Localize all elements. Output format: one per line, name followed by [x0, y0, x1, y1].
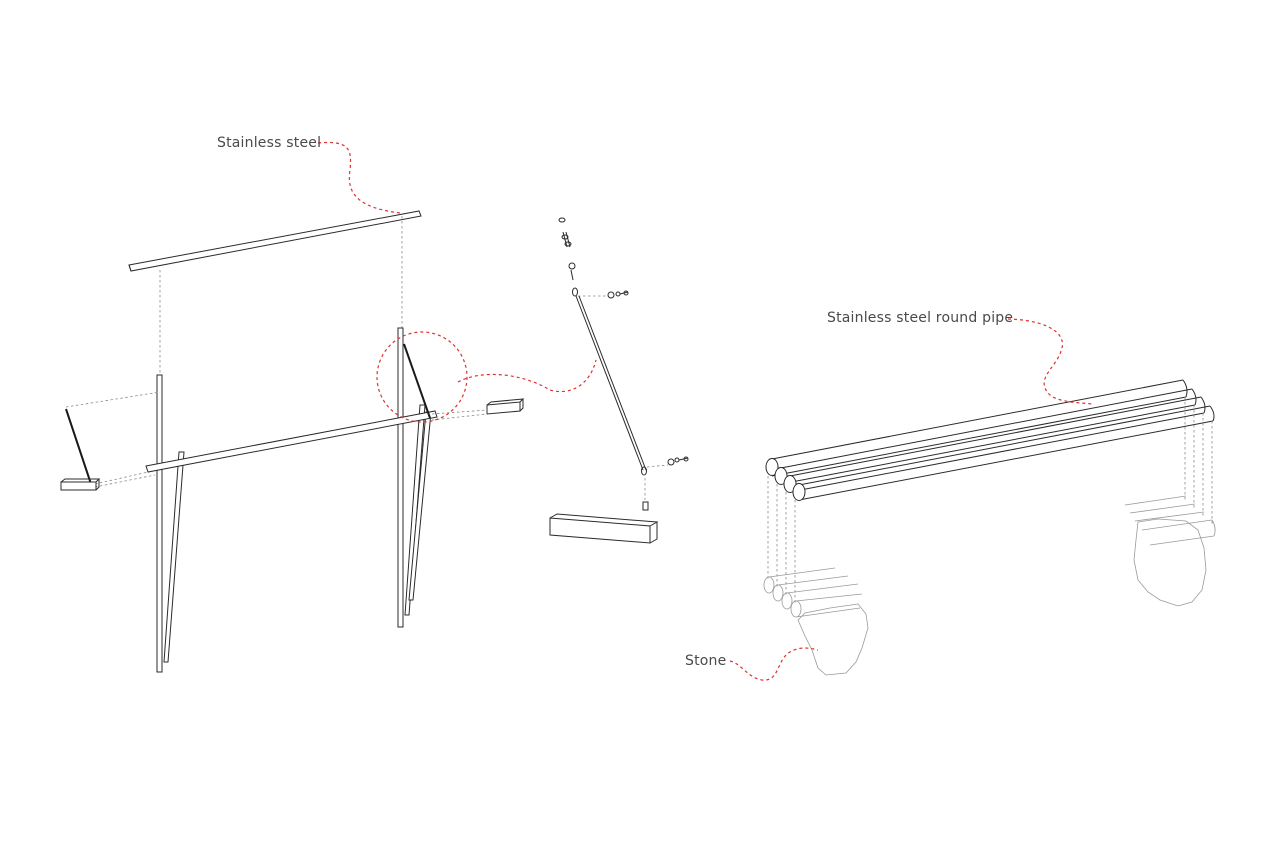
pipe-leader-line — [1007, 318, 1093, 405]
label-stainless-steel-round-pipe: Stainless steel round pipe — [827, 310, 1014, 326]
bottom-fitting — [641, 466, 647, 476]
top-crossbar — [128, 210, 422, 272]
middle-crossbar — [145, 410, 438, 473]
front-pipe-stubs — [763, 567, 863, 618]
label-stainless-steel: Stainless steel — [217, 135, 322, 151]
anchor-pin — [642, 501, 649, 511]
tension-rod — [575, 295, 644, 471]
turnbuckle-part — [562, 231, 571, 248]
tension-rod-detail — [549, 217, 689, 544]
right-foot-block — [486, 398, 525, 415]
left-post — [156, 374, 185, 673]
stainless-steel-frame — [60, 210, 525, 673]
guide-line — [65, 391, 161, 408]
guide-line — [94, 474, 156, 488]
round-pipe-bench — [763, 379, 1216, 676]
guide-line — [94, 471, 149, 485]
left-foot-block — [60, 478, 101, 491]
front-stone — [797, 603, 869, 676]
detail-callout — [376, 331, 597, 423]
steel-leader-line — [317, 141, 401, 214]
right-post — [397, 327, 432, 628]
back-stone — [1133, 518, 1207, 607]
eye-bolt-part — [568, 262, 576, 270]
base-block — [549, 513, 659, 544]
top-fitting — [572, 287, 578, 297]
pipe-end — [765, 458, 779, 476]
guide-line — [431, 413, 488, 421]
guide-line — [431, 409, 488, 415]
label-stone: Stone — [685, 653, 727, 669]
pipe-end — [792, 483, 806, 501]
left-tension-wire — [65, 408, 93, 488]
nut-part — [558, 217, 566, 223]
stone-leader-line — [729, 647, 819, 681]
back-pipe-stubs — [1124, 495, 1216, 546]
right-tension-wire — [403, 343, 431, 419]
washer-part — [607, 291, 615, 299]
